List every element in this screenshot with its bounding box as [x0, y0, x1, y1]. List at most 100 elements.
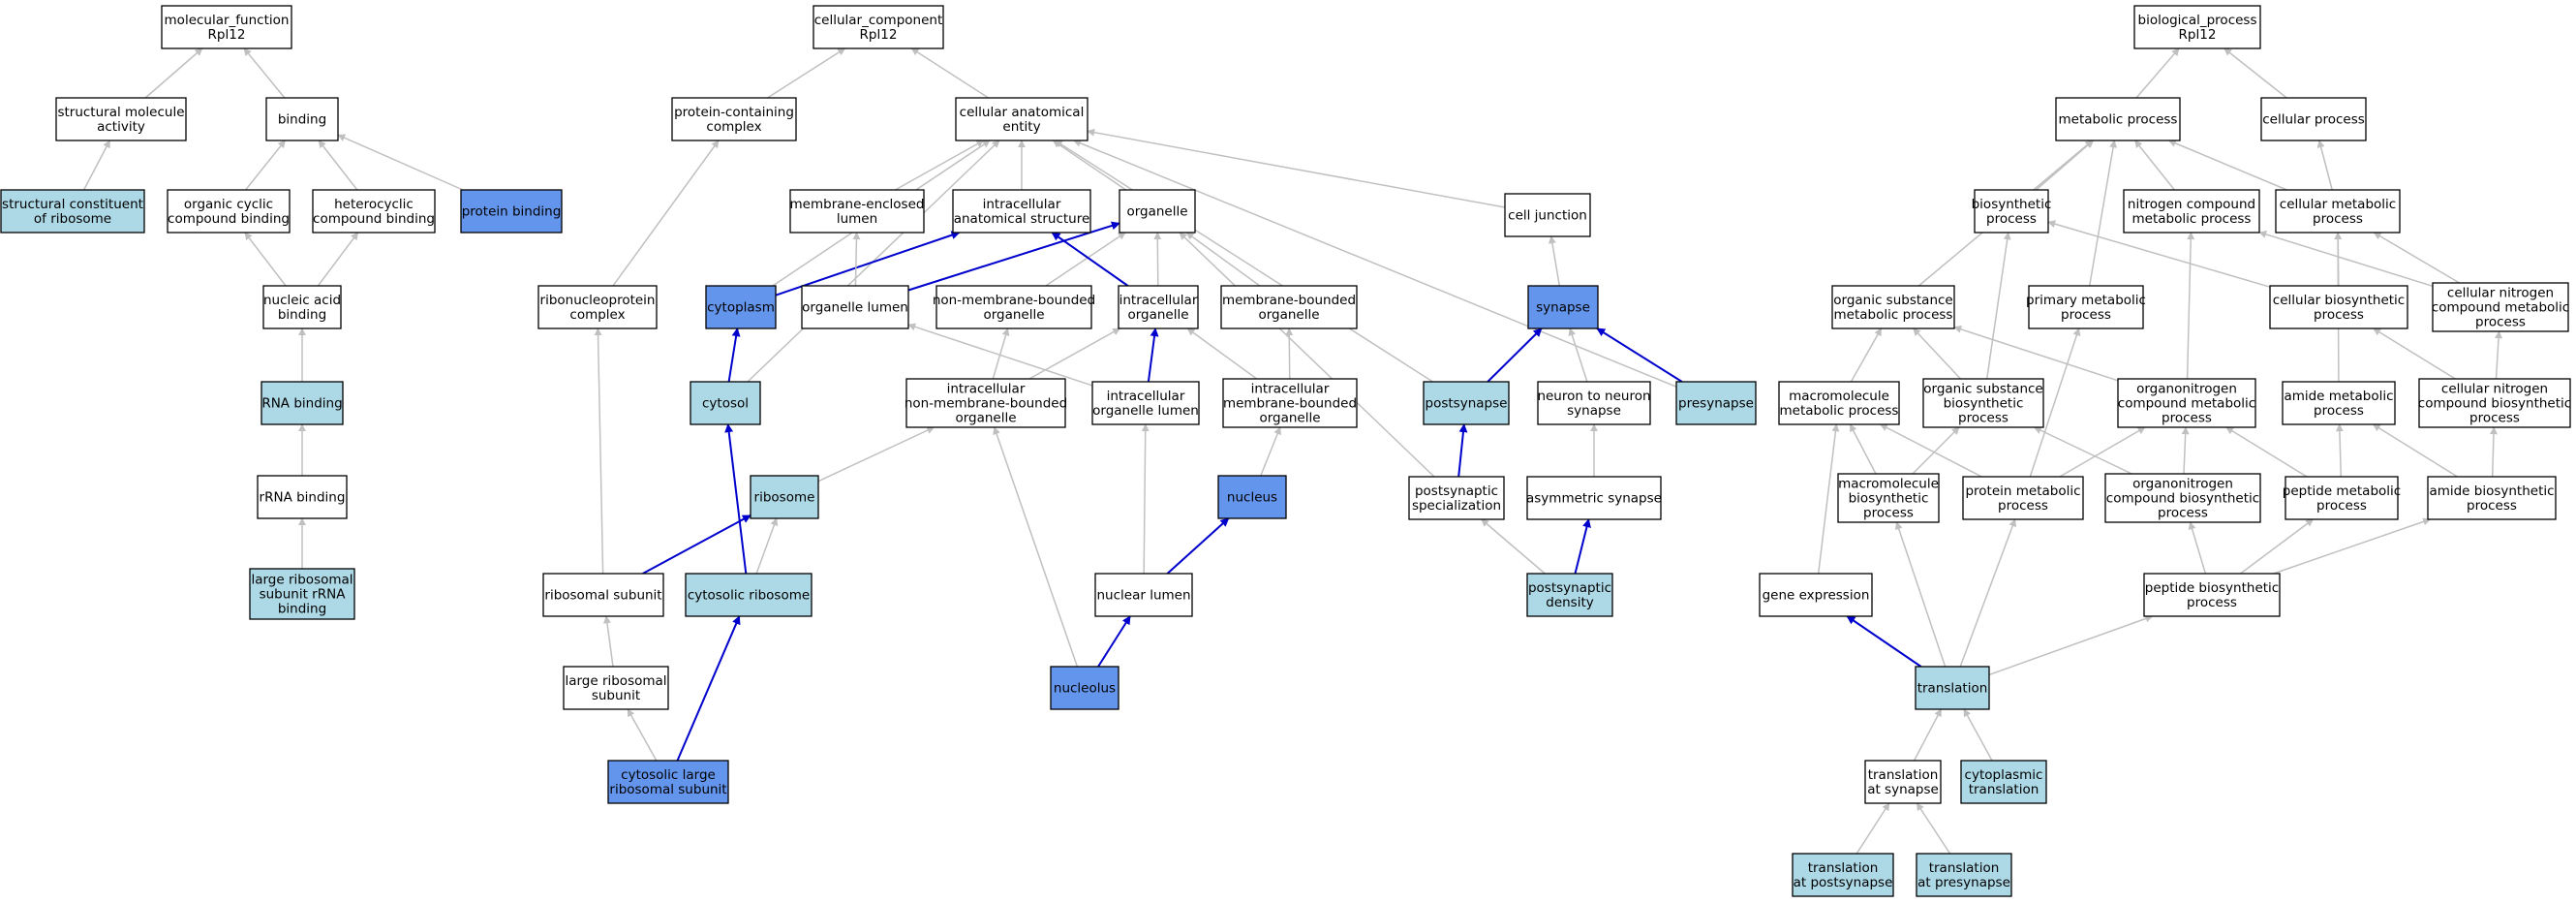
- node-box: [1837, 473, 1940, 523]
- node-label-line: Rpl12: [208, 27, 246, 43]
- edge-translation-to-gene_expr: [1846, 615, 1922, 668]
- node-org-lumen: organelle lumen: [801, 285, 909, 329]
- edge-translation-to-macro_biosyn: [1894, 521, 1947, 668]
- edge-macro_biosyn-to-org_sub_biosyn: [1912, 426, 1960, 475]
- node-box: [1118, 285, 1199, 329]
- node-label-line: biosynthetic: [1944, 396, 2024, 412]
- node-label-line: organelle: [983, 307, 1044, 323]
- node-label-line: membrane-bounded: [1223, 396, 1357, 412]
- node-box: [1527, 285, 1599, 329]
- node-label-line: asymmetric synapse: [1526, 491, 1662, 507]
- node-box: [607, 760, 729, 804]
- node-label-line: ribonucleoprotein: [540, 293, 656, 308]
- node-label-line: specialization: [1412, 498, 1501, 514]
- node-label-line: amide metabolic: [2284, 389, 2393, 404]
- edge-struct_ribo-to-struct_mol: [82, 140, 111, 191]
- node-label-line: organelle: [955, 411, 1016, 426]
- edge-org_lumen-to-mem_lumen: [852, 232, 861, 287]
- node-label-line: organonitrogen: [2132, 477, 2233, 492]
- node-box: [801, 285, 909, 329]
- edge-large_ribo_sub-to-ribo_subunit: [602, 615, 614, 668]
- node-box: [1675, 381, 1757, 425]
- node-box: [55, 97, 187, 141]
- node-label-line: ribosome: [754, 490, 815, 506]
- node-box: [1974, 189, 2049, 234]
- node-box: [261, 381, 344, 425]
- node-box: [1759, 573, 1873, 617]
- node-box: [935, 285, 1092, 329]
- node-label-line: nitrogen compound: [2128, 197, 2255, 212]
- edge-prot_complex-to-cc: [767, 47, 846, 99]
- node-label-line: organelle: [1127, 307, 1188, 323]
- node-label-line: complex: [706, 119, 761, 135]
- node-ribosome: ribosome: [750, 475, 819, 519]
- edge-nucleolus-to-ic_nmb_org: [993, 426, 1079, 668]
- node-label-line: heterocyclic: [334, 197, 414, 212]
- node-label-line: process: [1998, 498, 2048, 514]
- edge-org_sub_biosyn-to-org_sub_met: [1913, 327, 1962, 380]
- node-box: [1504, 193, 1591, 237]
- edge-trans_post-to-trans_synapse: [1855, 802, 1890, 855]
- node-box: [2282, 381, 2396, 425]
- node-label-line: organelle lumen: [802, 300, 908, 316]
- edge-post_spec-to-postsynapse: [1457, 423, 1468, 478]
- node-label-line: density: [1546, 595, 1594, 610]
- node-label-line: cellular biosynthetic: [2273, 293, 2405, 308]
- node-label-line: cellular anatomical: [960, 105, 1085, 120]
- node-met-proc: metabolic process: [2055, 97, 2181, 141]
- edge-orgnitro_biosyn-to-orgnitro_met: [2181, 426, 2190, 475]
- node-label-line: subunit rRNA: [260, 587, 347, 603]
- edge-cell_nitro_biosyn-to-cell_nitro_met: [2495, 330, 2503, 380]
- node-nucleolus: nucleolus: [1050, 666, 1119, 710]
- edge-mb_org-to-organelle: [1185, 232, 1261, 287]
- node-translation: translation: [1915, 666, 1990, 710]
- edge-synapse-to-cell_junction: [1548, 235, 1561, 287]
- node-label-line: compound biosynthetic: [2106, 491, 2259, 507]
- node-box: [2260, 97, 2367, 141]
- edge-layer: [82, 47, 2503, 855]
- node-ic-nmb-org: intracellularnon-membrane-boundedorganel…: [905, 378, 1067, 428]
- edge-gene_expr-to-macro_met: [1817, 423, 1840, 575]
- node-box: [1423, 381, 1510, 425]
- node-box: [249, 568, 355, 620]
- node-box: [1831, 285, 1955, 329]
- node-label-line: cytosolic ribosome: [688, 588, 810, 604]
- node-box: [460, 189, 563, 234]
- node-label-line: organonitrogen: [2136, 382, 2237, 397]
- node-box: [1916, 853, 2012, 897]
- node-label-line: cellular nitrogen: [2441, 382, 2548, 397]
- edge-ribo_subunit-to-rnp_complex: [594, 327, 604, 575]
- edge-orgnitro_met-to-nitro_met: [2186, 232, 2195, 380]
- node-label-line: gene expression: [1763, 588, 1870, 604]
- node-label-line: cell junction: [1508, 208, 1587, 224]
- node-box: [1915, 666, 1990, 710]
- node-label-line: intracellular: [1107, 389, 1185, 404]
- node-label-line: peptide biosynthetic: [2145, 580, 2279, 596]
- node-label-line: macromolecule: [1789, 389, 1889, 404]
- node-label-line: translation: [1929, 860, 2000, 876]
- node-rrna-binding: rRNA binding: [257, 475, 348, 519]
- node-label-line: structural constituent: [2, 197, 143, 212]
- node-cell-junction: cell junction: [1504, 193, 1591, 237]
- edge-postsynapse-to-synapse: [1487, 327, 1543, 383]
- node-label-line: large ribosomal: [251, 573, 353, 588]
